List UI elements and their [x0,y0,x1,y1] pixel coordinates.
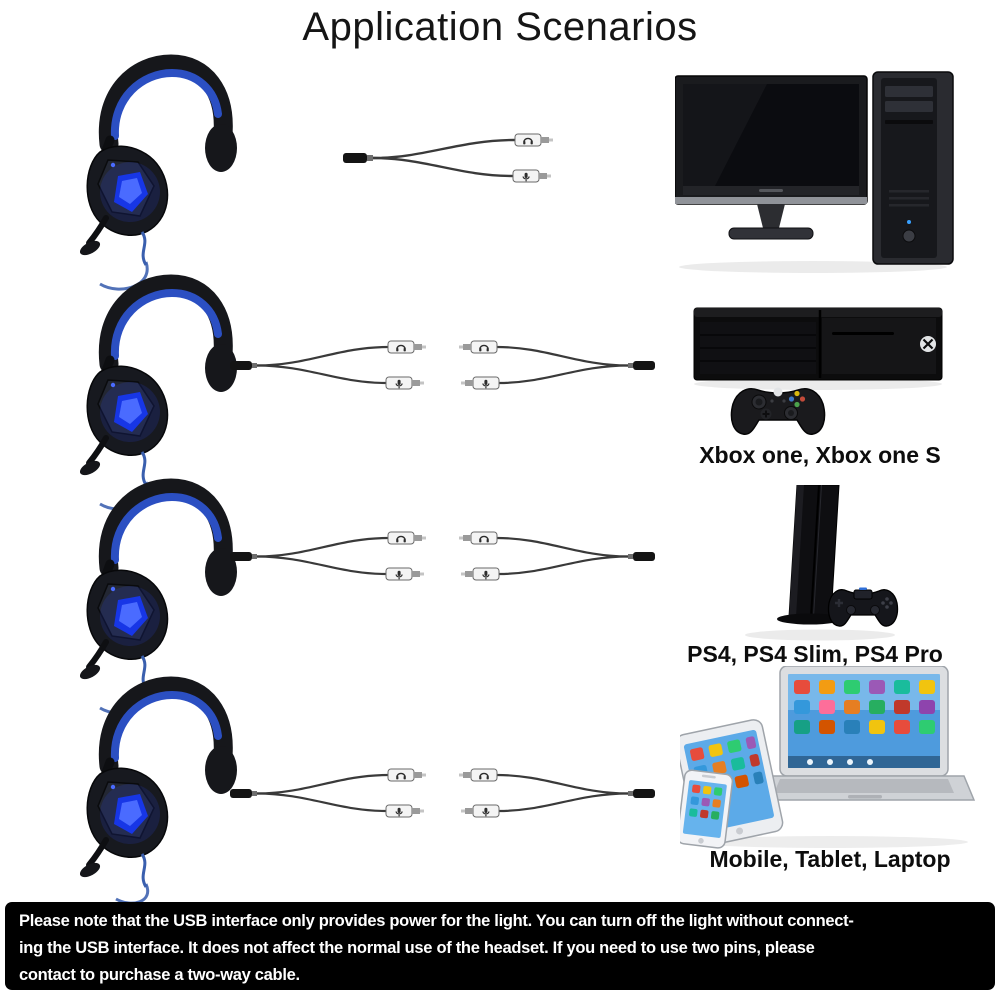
device-label-ps4: PS4, PS4 Slim, PS4 Pro [687,641,943,667]
gaming-headset-icon [80,476,240,691]
footer-note: Please note that the USB interface only … [5,902,995,990]
gaming-headset-icon [80,272,240,487]
y-splitter-cable-icon [343,127,578,189]
gaming-headset-icon [80,674,240,889]
gaming-headset-icon [80,52,240,267]
footer-note-line-2: ing the USB interface. It does not affec… [19,939,815,957]
footer-note-line-1: Please note that the USB interface only … [19,912,854,930]
xbox-one-console-icon [692,306,944,436]
desktop-pc-icon [675,71,954,274]
page-title: Application Scenarios [302,5,698,49]
device-label-mobile: Mobile, Tablet, Laptop [709,846,951,872]
double-splitter-cable-icon [230,764,655,822]
ps4-console-icon [743,485,899,642]
device-label-xbox: Xbox one, Xbox one S [699,442,941,468]
mobile-tablet-laptop-icon [680,666,975,850]
double-splitter-cable-icon [230,527,655,585]
double-splitter-cable-icon [230,336,655,394]
footer-note-line-3: contact to purchase a two-way cable. [19,966,300,984]
